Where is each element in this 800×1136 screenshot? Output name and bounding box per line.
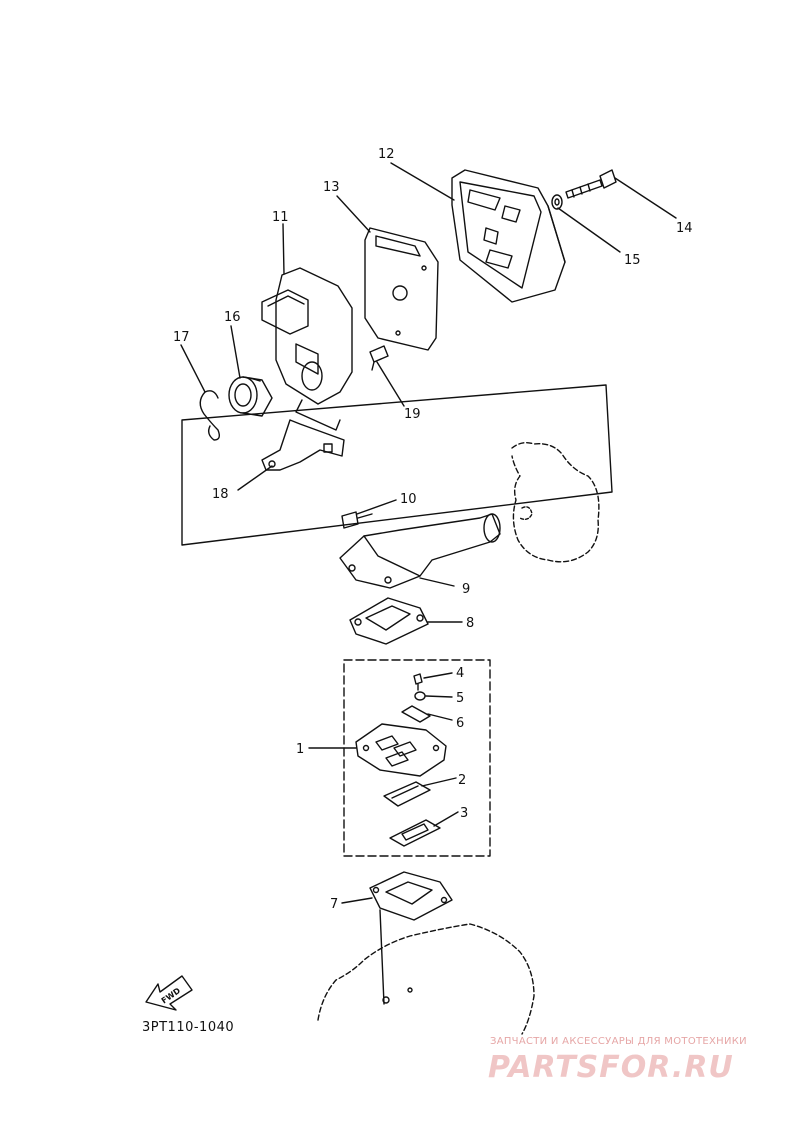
filter-element-part-13: [364, 227, 439, 351]
stopper-part-6: [401, 705, 431, 723]
washer-part-15: [551, 194, 563, 210]
filter-case-part-12: [451, 169, 566, 303]
callout-1: 1: [296, 742, 304, 757]
callout-4: 4: [456, 666, 464, 681]
gasket-part-8: [349, 597, 429, 645]
callout-8: 8: [466, 616, 474, 631]
callout-14: 14: [676, 221, 693, 236]
callout-19: 19: [404, 407, 421, 422]
callout-3: 3: [460, 806, 468, 821]
reed-valve-body-part-1: [355, 723, 447, 777]
callout-18: 18: [212, 487, 229, 502]
washer-part-5: [414, 691, 426, 701]
forward-direction-arrow-icon: [145, 975, 193, 1011]
callout-9: 9: [462, 582, 470, 597]
reed-plate-part-3: [389, 819, 441, 847]
engine-case-outline: [511, 441, 600, 563]
callout-2: 2: [458, 773, 466, 788]
leader-lines: [180, 162, 677, 1005]
bracket-part-18: [261, 419, 345, 471]
gasket-part-7: [369, 871, 453, 921]
airbox-group-boundary: [181, 384, 613, 546]
callout-numbers: 12 13 11 14 15 16 17 19 18 10 9 8 4 5 6 …: [160, 147, 693, 1006]
bolt-part-14: [565, 169, 617, 199]
callout-17: 17: [173, 330, 190, 345]
clamp-part-17: [199, 390, 221, 441]
callout-16: 16: [224, 310, 241, 325]
diagram-part-code: 3PT110-1040: [142, 1020, 235, 1035]
callout-5: 5: [456, 691, 464, 706]
lower-case-outline: [317, 923, 535, 1035]
screw-part-10: [341, 511, 373, 529]
callout-6: 6: [456, 716, 464, 731]
callout-11: 11: [272, 210, 289, 225]
callout-13: 13: [323, 180, 340, 195]
reed-part-2: [383, 781, 431, 807]
callout-15: 15: [624, 253, 641, 268]
screw-part-19: [369, 345, 389, 371]
intake-joint-part-16: [228, 376, 273, 417]
screw-part-4: [413, 673, 423, 691]
reed-valve-assembly-box: [343, 659, 491, 857]
callout-10: 10: [400, 492, 417, 507]
watermark-tagline: ЗАПЧАСТИ И АКСЕССУАРЫ ДЛЯ МОТОТЕХНИКИ: [490, 1036, 747, 1047]
callout-7: 7: [330, 897, 338, 912]
watermark-logo: PARTSFOR.RU: [488, 1050, 734, 1085]
airbox-cap-part-11: [261, 267, 353, 431]
intake-manifold-part-9: [339, 513, 501, 589]
callout-12: 12: [378, 147, 395, 162]
